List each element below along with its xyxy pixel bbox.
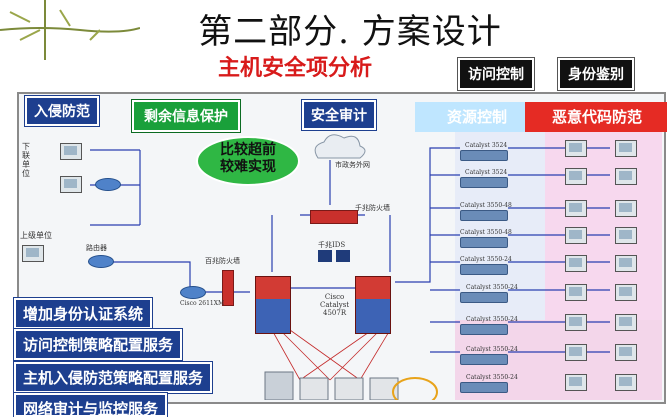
workstation-icon — [565, 344, 587, 361]
identity-auth-system-box: 增加身份认证系统 — [14, 298, 153, 329]
switch-label: Catalyst 3550-24 — [466, 374, 518, 381]
gig-firewall-label: 千兆防火墙 — [355, 204, 390, 212]
access-switch-icon — [460, 150, 508, 161]
slide-subtitle: 主机安全项分析 — [218, 56, 373, 81]
workstation-icon — [615, 227, 637, 244]
core-switch-icon — [355, 276, 391, 334]
upper-router-icon — [88, 255, 114, 268]
workstation-icon — [565, 200, 587, 217]
workstation-icon — [565, 140, 587, 157]
access-control-tag: 访问控制 — [458, 58, 534, 90]
access-switch-icon — [460, 354, 508, 365]
workstation-icon — [565, 227, 587, 244]
lower-server-icon — [60, 143, 82, 160]
workstation-icon — [615, 314, 637, 331]
access-policy-service-box: 访问控制策略配置服务 — [14, 329, 183, 360]
lower-router-icon — [95, 178, 121, 191]
hundred-firewall-icon — [222, 270, 234, 306]
intrusion-prevention-box: 入侵防范 — [25, 96, 99, 126]
switch-label: Catalyst 3524 — [465, 142, 508, 149]
intrusion-policy-service-box: 主机入侵防范策略配置服务 — [14, 362, 213, 393]
access-switch-icon — [460, 382, 508, 393]
security-audit-box: 安全审计 — [302, 100, 376, 130]
workstation-icon — [565, 255, 587, 272]
access-switch-icon — [460, 210, 508, 221]
access-switch-icon — [460, 292, 508, 303]
residual-info-box: 剩余信息保护 — [132, 100, 240, 132]
edge-router-icon — [180, 286, 206, 299]
core-switch-icon — [255, 276, 291, 334]
workstation-icon — [615, 374, 637, 391]
resource-control-header: 资源控制 — [415, 102, 539, 132]
extranet-label: 市政务外网 — [335, 161, 370, 169]
access-switch-icon — [460, 324, 508, 335]
identity-auth-tag: 身份鉴别 — [558, 58, 634, 90]
gig-ids-label: 千兆IDS — [318, 241, 346, 249]
switch-label: Catalyst 3550-24 — [466, 346, 518, 353]
upper-unit-label: 上级单位 — [20, 231, 52, 240]
workstation-icon — [615, 344, 637, 361]
cisco-core-label: Cisco Catalyst 4507R — [320, 293, 350, 317]
access-switch-icon — [460, 264, 508, 275]
lower-server-icon — [60, 176, 82, 193]
workstation-icon — [615, 255, 637, 272]
switch-label: Catalyst 3550-24 — [460, 256, 512, 263]
workstation-icon — [615, 140, 637, 157]
advanced-note-bubble: 比较超前 较难实现 — [196, 136, 300, 186]
workstation-icon — [565, 374, 587, 391]
upper-server-icon — [22, 245, 44, 262]
workstation-icon — [615, 284, 637, 301]
workstation-icon — [615, 200, 637, 217]
workstation-icon — [565, 284, 587, 301]
switch-label: Catalyst 3550-24 — [466, 284, 518, 291]
switch-label: Catalyst 3550-48 — [460, 202, 512, 209]
switch-label: Catalyst 3524 — [465, 169, 508, 176]
switch-label: Catalyst 3550-24 — [466, 316, 518, 323]
workstation-icon — [565, 168, 587, 185]
decorative-branch-icon — [0, 0, 140, 60]
slide-title: 第二部分. 方案设计 — [198, 12, 502, 52]
workstation-icon — [565, 314, 587, 331]
access-switch-icon — [460, 237, 508, 248]
malware-prevention-header: 恶意代码防范 — [525, 102, 667, 132]
lower-unit-label: 下 联 单 位 — [22, 142, 30, 178]
switch-label: Catalyst 3550-48 — [460, 229, 512, 236]
gig-firewall-icon — [310, 210, 358, 224]
workstation-icon — [615, 168, 637, 185]
router-label: 路由器 — [86, 244, 107, 252]
hundred-firewall-label: 百兆防火墙 — [205, 257, 240, 265]
audit-monitor-service-box: 网络审计与监控服务 — [14, 393, 168, 417]
edge-router-label: Cisco 2611XM — [180, 300, 225, 307]
access-switch-icon — [460, 177, 508, 188]
